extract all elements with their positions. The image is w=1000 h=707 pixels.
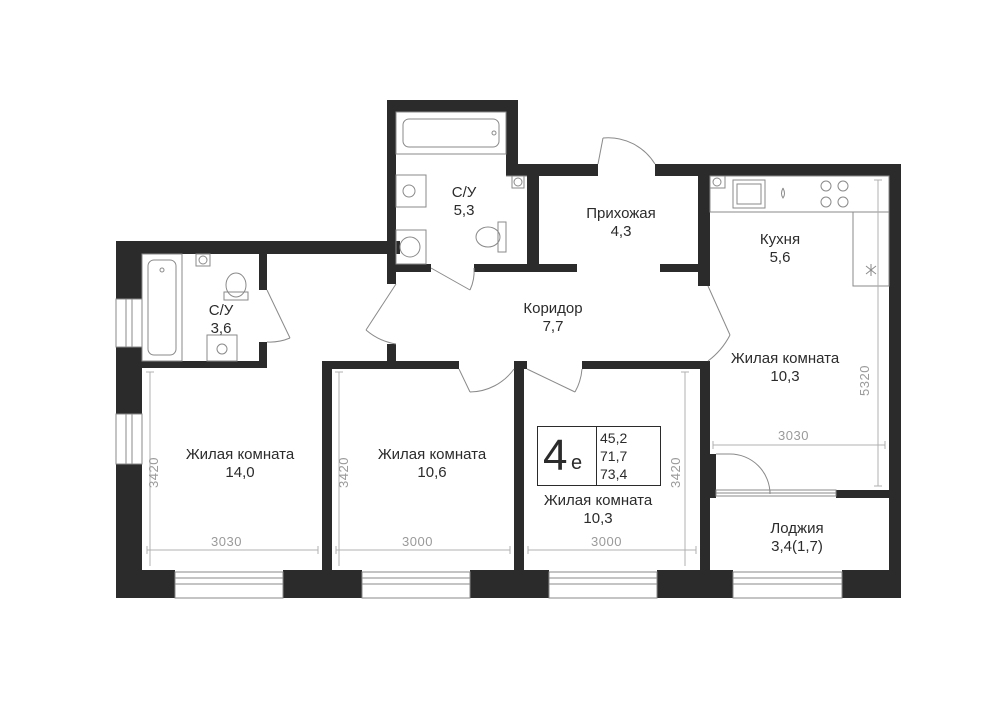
- room-loggia: Лоджия 3,4(1,7): [770, 520, 823, 556]
- dimension-width-room-right: 3030: [778, 428, 809, 443]
- total-area: 71,7: [600, 448, 628, 464]
- room-area: 5,6: [769, 249, 791, 266]
- room-corridor: Коридор 7,7: [523, 300, 582, 336]
- room-name: Коридор: [523, 300, 583, 317]
- apartment-type-code: 4 е: [538, 427, 597, 485]
- room-bath-top: С/У 5,3: [452, 184, 477, 220]
- dimension-width-room-1: 3030: [211, 534, 242, 549]
- walls: [116, 100, 901, 598]
- apartment-areas: 45,2 71,7 73,4: [600, 429, 627, 483]
- dimension-width-room-2: 3000: [402, 534, 433, 549]
- room-area: 3,6: [210, 320, 232, 337]
- room-name: С/У: [451, 184, 477, 201]
- room-living-1: Жилая комната 14,0: [186, 446, 294, 482]
- room-area: 10,6: [417, 464, 447, 481]
- windows: [115, 298, 843, 599]
- room-name: Жилая комната: [185, 446, 295, 463]
- room-living-right: Жилая комната 10,3: [731, 350, 839, 386]
- dimension-height-room-2: 3420: [336, 457, 351, 488]
- room-bath-left: С/У 3,6: [209, 302, 234, 338]
- room-area: 10,3: [583, 510, 613, 527]
- room-name: Лоджия: [770, 520, 824, 537]
- dimension-height-room-3: 3420: [668, 457, 683, 488]
- room-name: Жилая комната: [730, 350, 840, 367]
- dimension-width-room-3: 3000: [591, 534, 622, 549]
- dimension-lines: [146, 179, 886, 566]
- dimension-height-room-1: 3420: [146, 457, 161, 488]
- room-area: 3,4(1,7): [771, 538, 823, 555]
- room-living-3: Жилая комната 10,3: [544, 492, 652, 528]
- dimension-height-room-right: 5320: [857, 365, 872, 396]
- room-kitchen: Кухня 5,6: [760, 231, 800, 267]
- room-name: Кухня: [759, 231, 801, 248]
- fixtures: [141, 111, 890, 362]
- room-area: 5,3: [453, 202, 475, 219]
- room-area: 4,3: [610, 223, 632, 240]
- area-with-loggia: 73,4: [600, 466, 628, 482]
- room-name: С/У: [208, 302, 234, 319]
- doors: [266, 137, 771, 495]
- room-area: 7,7: [542, 318, 564, 335]
- room-hall: Прихожая 4,3: [586, 205, 656, 241]
- apartment-info-box: 4 е 45,2 71,7 73,4: [537, 426, 661, 486]
- room-count: 4: [543, 431, 568, 480]
- room-area: 14,0: [225, 464, 255, 481]
- room-name: Прихожая: [586, 205, 656, 222]
- room-area: 10,3: [770, 368, 800, 385]
- room-name: Жилая комната: [543, 492, 653, 509]
- type-letter: е: [571, 452, 583, 474]
- room-living-2: Жилая комната 10,6: [378, 446, 486, 482]
- living-area: 45,2: [600, 430, 628, 446]
- room-name: Жилая комната: [377, 446, 487, 463]
